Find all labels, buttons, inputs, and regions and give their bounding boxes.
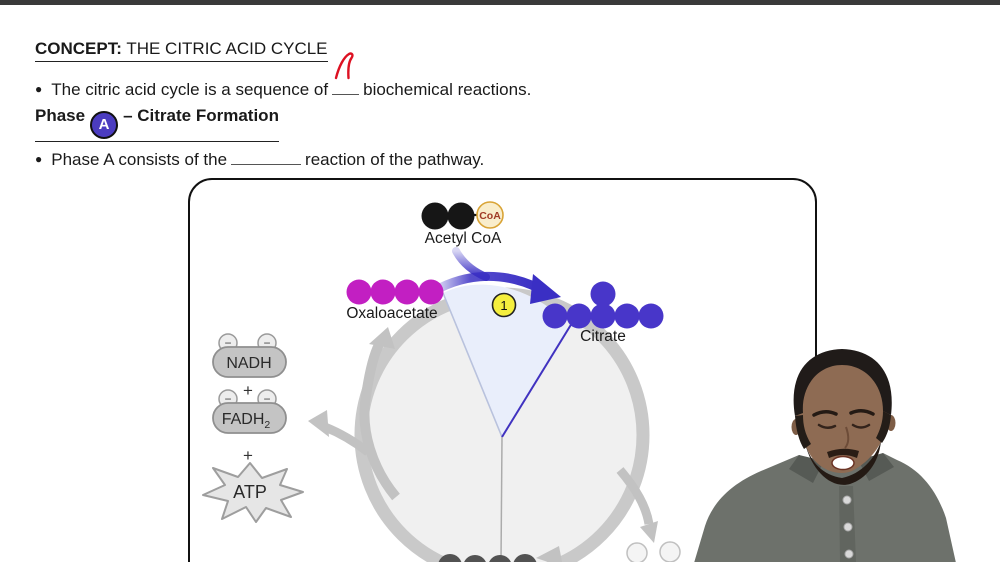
bullet-2: ● Phase A consists of the reaction of the … bbox=[35, 147, 484, 170]
shirt-button bbox=[843, 522, 853, 532]
red-pen-stroke bbox=[334, 52, 354, 80]
handwritten-mark bbox=[334, 52, 354, 80]
smiling-mouth bbox=[831, 455, 855, 471]
bullet2-pre: Phase A consists of the bbox=[51, 150, 228, 169]
phase-label: Phase bbox=[35, 106, 86, 125]
bullet1-pre: The citric acid cycle is a sequence of bbox=[51, 80, 329, 99]
right-sideburn bbox=[876, 411, 891, 443]
shirt-button bbox=[844, 549, 854, 559]
bullet-1: ● The citric acid cycle is a sequence of b… bbox=[35, 52, 532, 100]
concept-title: THE CITRIC ACID CYCLE bbox=[126, 39, 328, 58]
shirt-placket bbox=[839, 486, 856, 562]
bullet2-post: reaction of the pathway. bbox=[305, 150, 485, 169]
mustache bbox=[827, 448, 859, 458]
shirt-button bbox=[842, 495, 852, 505]
concept-label: CONCEPT: bbox=[35, 39, 122, 58]
phase-a-badge: A bbox=[90, 110, 119, 139]
diagram-panel bbox=[188, 178, 817, 562]
bullet-dot: ● bbox=[35, 152, 43, 166]
collar-right bbox=[858, 453, 894, 481]
bullet-dot: ● bbox=[35, 82, 43, 96]
fill-in-blank-1 bbox=[332, 52, 360, 95]
right-eye-closed bbox=[851, 423, 871, 429]
top-bar bbox=[0, 0, 1000, 5]
left-eyebrow bbox=[812, 410, 838, 417]
left-eye-closed bbox=[817, 423, 837, 429]
concept-heading: CONCEPT: THE CITRIC ACID CYCLE bbox=[35, 39, 328, 62]
right-ear bbox=[886, 415, 896, 431]
phase-title: – Citrate Formation bbox=[123, 106, 279, 125]
fill-in-blank-2 bbox=[231, 147, 302, 165]
right-eyebrow bbox=[849, 409, 875, 416]
nose bbox=[844, 426, 850, 449]
bullet1-post: biochemical reactions. bbox=[363, 80, 532, 99]
